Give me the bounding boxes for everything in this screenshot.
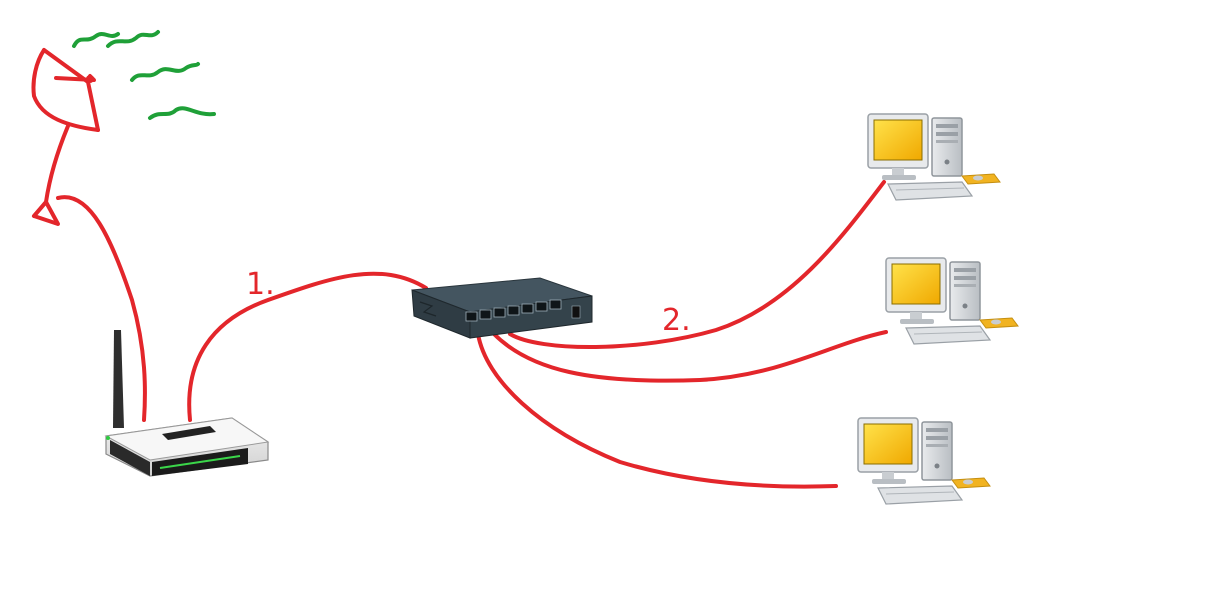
desktop-computer-icon [867, 113, 1001, 201]
signal-wave [130, 62, 200, 82]
desktop-computer-icon [885, 257, 1019, 345]
link-label-1: 1. [246, 267, 275, 302]
cable-antenna-router [56, 195, 147, 422]
desktop-computer-icon [857, 417, 991, 505]
satellite-dish-icon [31, 48, 100, 226]
cable-switch-pc2 [492, 330, 888, 383]
signal-waves [72, 30, 216, 120]
network-switch-icon [411, 277, 593, 339]
signal-wave [72, 32, 120, 48]
cable-router-switch [187, 271, 428, 422]
signal-wave [148, 106, 216, 120]
wireless-router-icon [104, 330, 270, 477]
cables [56, 180, 888, 489]
cable-switch-pc1 [508, 180, 886, 350]
cable-switch-pc3 [476, 332, 838, 489]
signal-wave [106, 30, 160, 48]
link-label-2: 2. [662, 303, 691, 338]
